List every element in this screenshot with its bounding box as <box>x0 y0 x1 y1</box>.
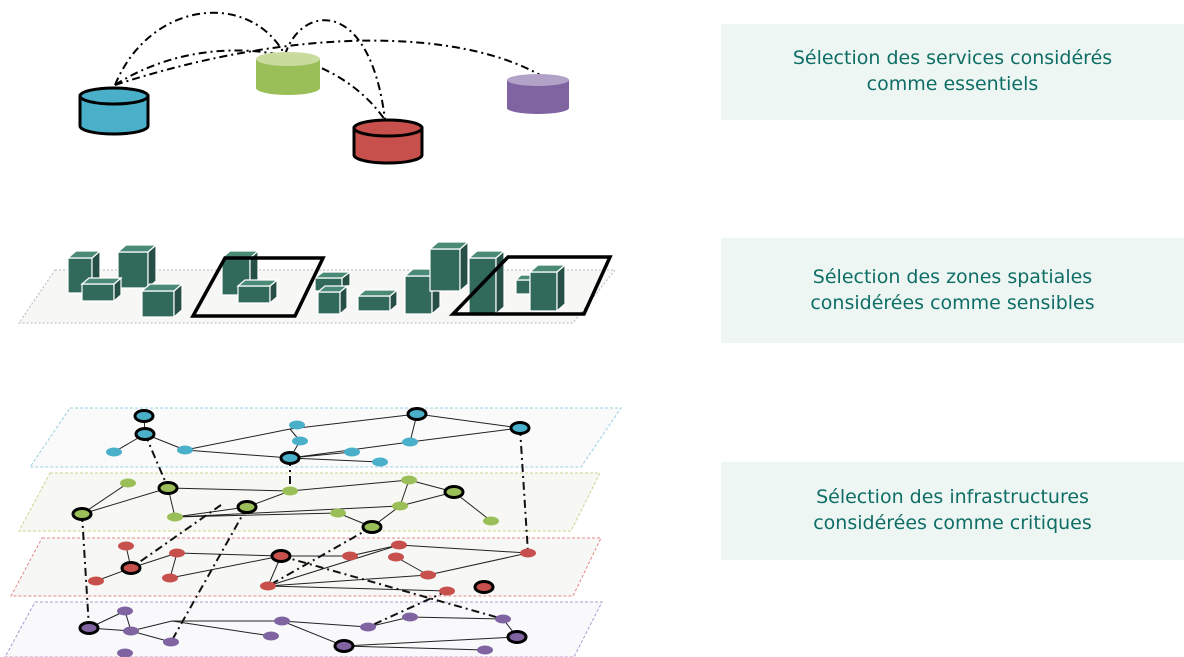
sensitive-zone-1 <box>190 256 326 318</box>
blue-database-icon <box>78 86 150 136</box>
network-planes <box>4 407 622 657</box>
infrastructures-label-line1: Sélection des infrastructures <box>816 486 1089 509</box>
network-nodes <box>71 407 536 657</box>
services-label-line2: comme essentiels <box>866 73 1039 95</box>
sensitive-zone-outline <box>190 255 613 318</box>
green-network-plane <box>18 472 601 532</box>
services-label-box: Sélection des services considérés comme … <box>721 24 1184 120</box>
blue-network <box>106 407 531 467</box>
services-layer <box>114 11 541 121</box>
link-blue-green <box>114 11 286 86</box>
zones-label-line2: considérées comme sensibles <box>810 291 1095 314</box>
purple-database-icon <box>507 74 569 114</box>
infrastructures-label-box: Sélection des infrastructures considérée… <box>721 462 1184 560</box>
inter-layer-links <box>81 427 529 643</box>
link-blue-purple <box>114 39 541 86</box>
sensitive-zone-2 <box>448 255 613 316</box>
infrastructures-label-line2: considérées comme critiques <box>813 512 1092 534</box>
building-cluster <box>66 240 567 319</box>
blue-network-plane <box>29 407 622 468</box>
link-green-red <box>284 19 386 121</box>
services-label-line1: Sélection des services considérés <box>792 47 1113 70</box>
zones-label-box: Sélection des zones spatiales considérée… <box>721 238 1184 343</box>
red-network <box>88 540 536 596</box>
green-database-icon <box>256 52 320 95</box>
purple-network <box>78 606 528 657</box>
red-network-plane <box>10 537 602 597</box>
zones-label-line1: Sélection des zones spatiales <box>812 265 1093 288</box>
link-blue-red <box>114 49 386 121</box>
green-network <box>71 475 499 534</box>
red-database-icon <box>352 118 424 165</box>
